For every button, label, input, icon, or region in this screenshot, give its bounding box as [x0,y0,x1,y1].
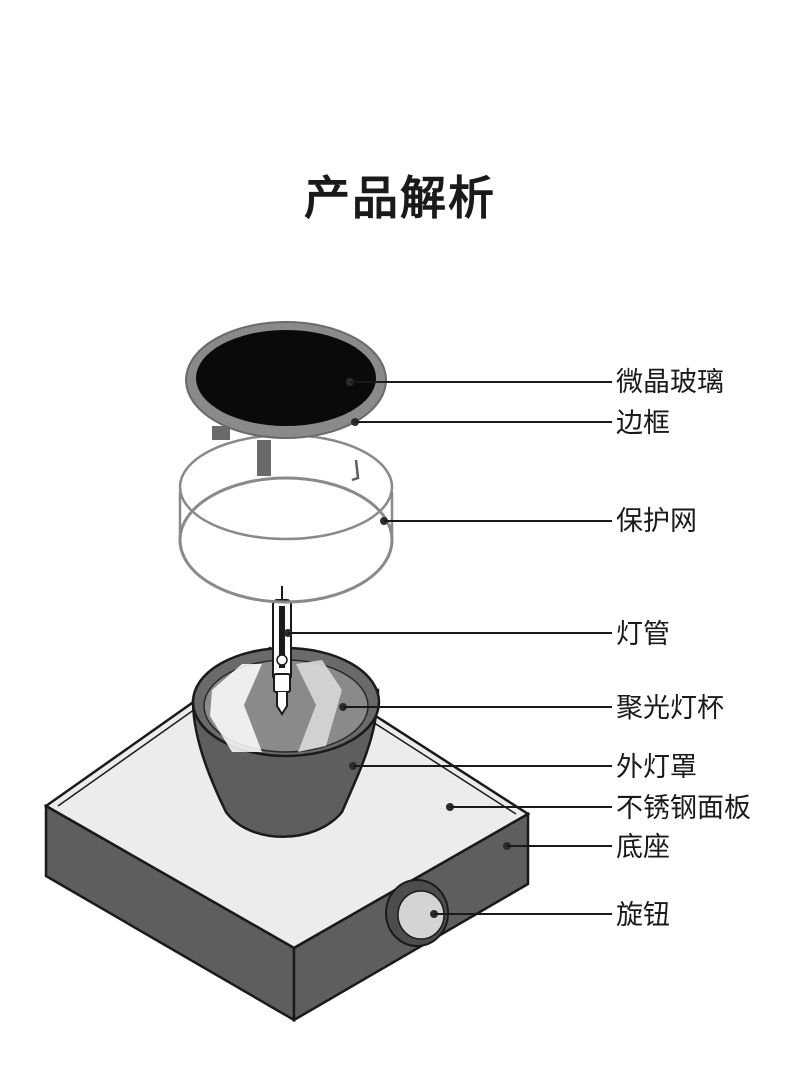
protective-mesh-drawing [178,433,394,604]
label-steel-panel: 不锈钢面板 [616,793,751,824]
label-reflector-cup: 聚光灯杯 [616,693,724,724]
callout-knob: 旋钮 [430,900,670,931]
label-micro-glass: 微晶玻璃 [616,367,724,398]
callout-micro-glass: 微晶玻璃 [346,367,724,398]
label-knob: 旋钮 [616,900,670,931]
callout-lamp-tube: 灯管 [284,619,670,650]
label-lamp-tube: 灯管 [616,619,670,650]
callouts: 微晶玻璃 边框 保护网 灯管 聚光灯杯 外灯罩 [284,367,751,931]
callout-reflector-cup: 聚光灯杯 [339,693,724,724]
callout-steel-panel: 不锈钢面板 [446,793,751,824]
label-outer-shade: 外灯罩 [616,752,697,783]
lamp-tube-drawing [272,586,292,716]
label-protective-mesh: 保护网 [616,506,697,537]
callout-base: 底座 [503,832,670,863]
callout-outer-shade: 外灯罩 [349,752,697,783]
callout-frame: 边框 [351,408,670,439]
page-title: 产品解析 [304,171,496,225]
frame-glass-drawing [185,321,387,476]
outer-shade-drawing [191,646,381,838]
micro-glass-shape [196,330,376,426]
label-frame: 边框 [616,408,670,439]
callout-protective-mesh: 保护网 [380,506,697,537]
label-base: 底座 [616,832,670,863]
